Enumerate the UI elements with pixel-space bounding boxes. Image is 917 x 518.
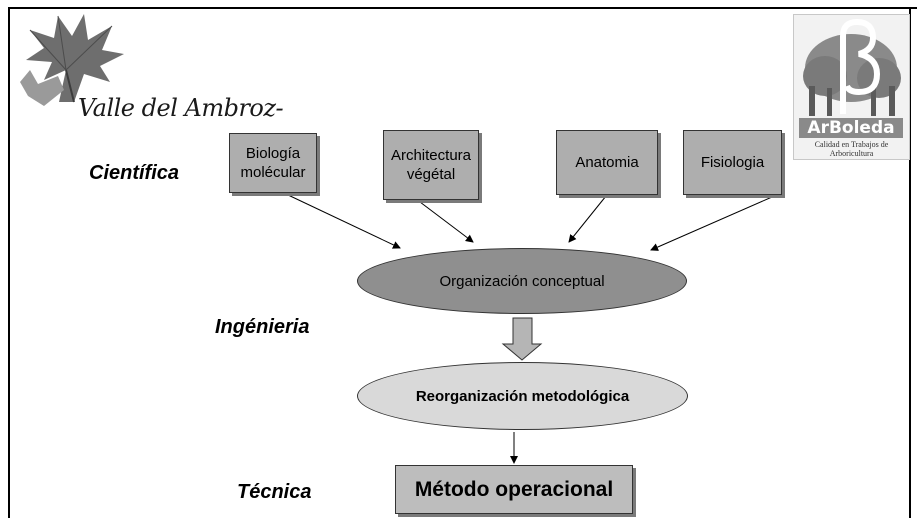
level-label-engineering: Ingénieria [215, 316, 310, 338]
arboleda-logo: ArBoleda Calidad en Trabajos de Arboricu… [793, 14, 910, 160]
arrow-architectura-to-conceptual [419, 201, 474, 243]
source-box-fisiologia: Fisiologia [683, 130, 782, 195]
slide-frame-left [8, 7, 10, 518]
valle-del-ambroz-name: Valle del Ambroz- [78, 94, 284, 122]
arrow-biologia-to-conceptual [285, 193, 401, 249]
arboleda-tagline: Calidad en Trabajos de Arboricultura [814, 140, 889, 158]
arrow-fisiologia-to-conceptual [650, 196, 773, 251]
arrow-anatomia-to-conceptual [568, 195, 607, 243]
oak-leaf-icon [20, 14, 124, 106]
source-box-anatomia: Anatomia [556, 130, 658, 195]
level-label-scientific: Científica [89, 162, 180, 184]
conceptual-organization-node: Organización conceptual [357, 248, 687, 314]
slide-frame-top [8, 7, 917, 9]
source-box-architectura: Architectura végétal [383, 130, 479, 200]
level-label-technical: Técnica [237, 481, 312, 503]
source-box-biologia: Biología molécular [229, 133, 317, 193]
arboleda-name: ArBoleda [799, 118, 903, 138]
beta-tree-icon [803, 18, 901, 116]
methodological-reorganization-node: Reorganización metodológica [357, 362, 688, 430]
operational-method-box: Método operacional [395, 465, 633, 514]
block-arrow-down [501, 317, 543, 361]
slide-frame-right [909, 7, 911, 518]
valle-del-ambroz-logo: Valle del Ambroz- [14, 10, 304, 122]
